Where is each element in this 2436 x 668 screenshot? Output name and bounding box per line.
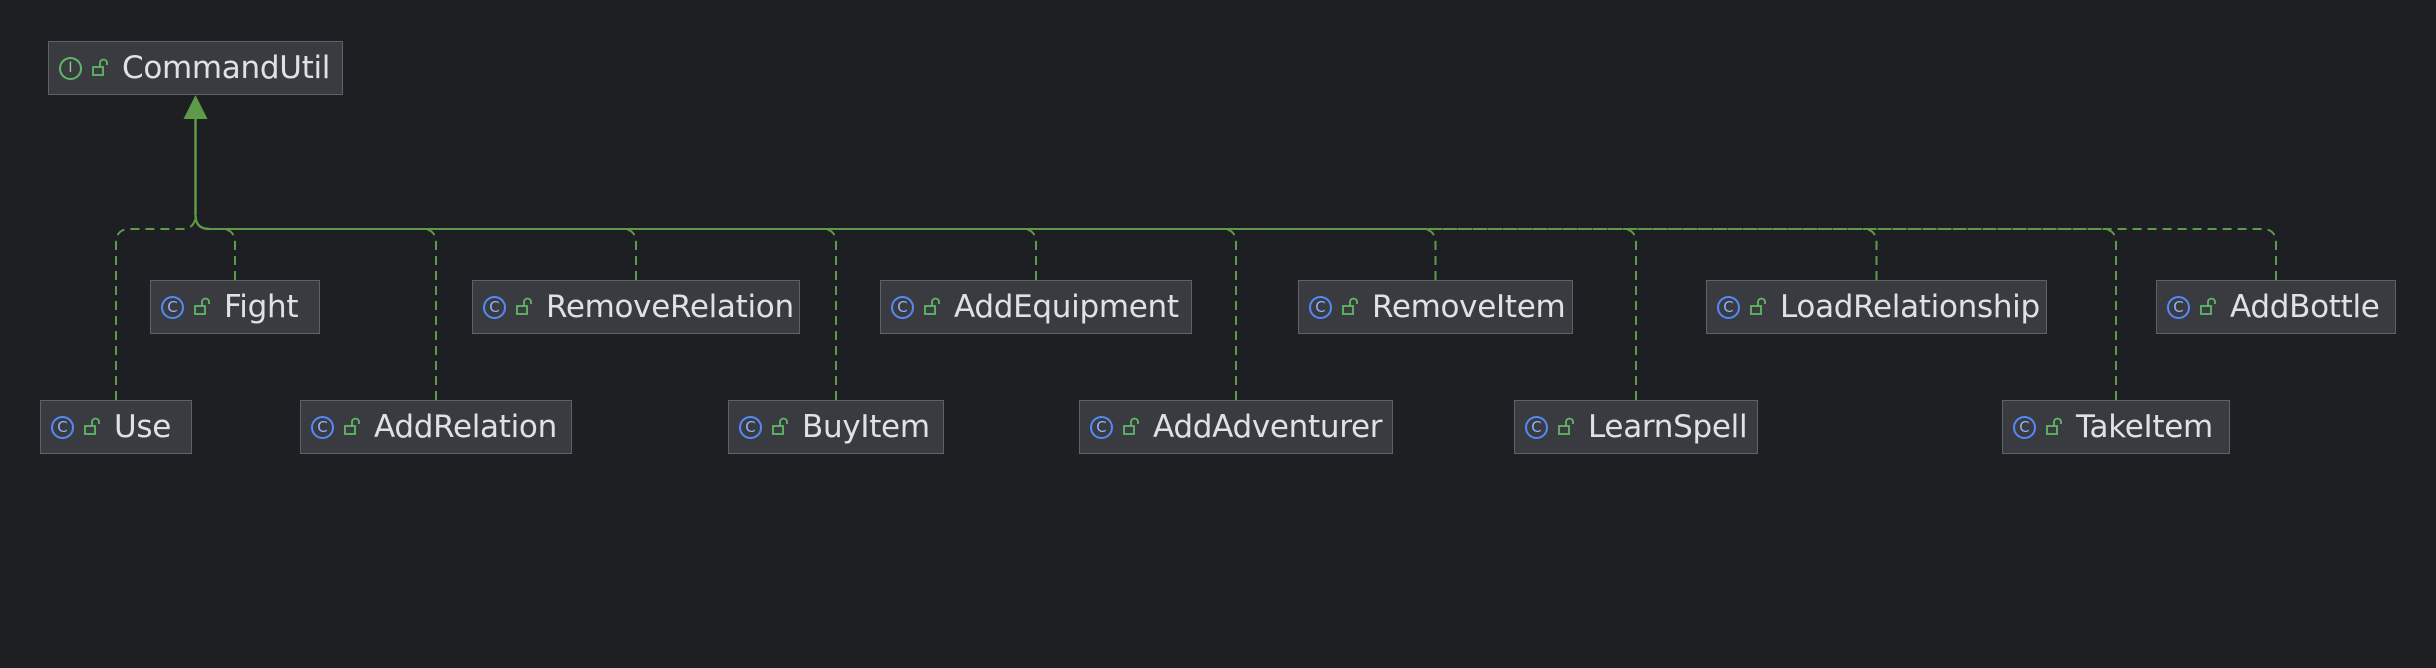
public-lock-icon [92, 58, 108, 76]
class-icon: C [1090, 415, 1113, 439]
public-lock-icon [344, 417, 360, 435]
class-name: Use [114, 409, 172, 445]
public-lock-icon [194, 297, 210, 315]
interface-name: CommandUtil [122, 50, 331, 86]
public-lock-icon [924, 297, 940, 315]
class-icon: C [1525, 415, 1548, 439]
class-name: AddRelation [374, 409, 557, 445]
class-icon: C [2167, 295, 2190, 319]
public-lock-icon [1750, 297, 1766, 315]
implements-arrowhead [183, 95, 208, 119]
class-icon: C [739, 415, 762, 439]
class-name: LearnSpell [1588, 409, 1748, 445]
class-name: AddBottle [2230, 289, 2380, 325]
class-node-loadrelationship[interactable]: C LoadRelationship [1706, 280, 2047, 334]
class-node-addequipment[interactable]: C AddEquipment [880, 280, 1192, 334]
class-node-learnspell[interactable]: C LearnSpell [1514, 400, 1758, 454]
class-name: RemoveItem [1372, 289, 1566, 325]
class-name: LoadRelationship [1780, 289, 2040, 325]
class-icon: C [483, 295, 506, 319]
class-node-fight[interactable]: C Fight [150, 280, 320, 334]
class-node-addrelation[interactable]: C AddRelation [300, 400, 572, 454]
class-node-takeitem[interactable]: C TakeItem [2002, 400, 2230, 454]
class-icon: C [51, 415, 74, 439]
class-node-removeitem[interactable]: C RemoveItem [1298, 280, 1573, 334]
class-icon: C [1309, 295, 1332, 319]
public-lock-icon [1342, 297, 1358, 315]
class-name: AddEquipment [954, 289, 1179, 325]
public-lock-icon [516, 297, 532, 315]
public-lock-icon [2200, 297, 2216, 315]
edge-use [115, 214, 197, 400]
class-node-addbottle[interactable]: C AddBottle [2156, 280, 2396, 334]
interface-icon: I [59, 56, 82, 80]
class-node-buyitem[interactable]: C BuyItem [728, 400, 944, 454]
class-icon: C [2013, 415, 2036, 439]
edge-fight [194, 214, 236, 280]
public-lock-icon [1558, 417, 1574, 435]
public-lock-icon [1123, 417, 1139, 435]
edge-take-item [194, 214, 2117, 400]
edge-remove-item [194, 214, 1437, 280]
class-icon: C [891, 295, 914, 319]
class-icon: C [311, 415, 334, 439]
class-icon: C [1717, 295, 1740, 319]
class-node-use[interactable]: C Use [40, 400, 192, 454]
class-name: Fight [224, 289, 299, 325]
class-icon: C [161, 295, 184, 319]
edge-remove-relation [194, 214, 637, 280]
class-name: RemoveRelation [546, 289, 794, 325]
class-name: AddAdventurer [1153, 409, 1383, 445]
public-lock-icon [2046, 417, 2062, 435]
class-node-addadventurer[interactable]: C AddAdventurer [1079, 400, 1393, 454]
edge-add-equipment [194, 214, 1037, 280]
public-lock-icon [84, 417, 100, 435]
class-name: TakeItem [2076, 409, 2213, 445]
public-lock-icon [772, 417, 788, 435]
class-node-removerelation[interactable]: C RemoveRelation [472, 280, 800, 334]
interface-node-commandutil[interactable]: I CommandUtil [48, 41, 343, 95]
class-name: BuyItem [802, 409, 930, 445]
